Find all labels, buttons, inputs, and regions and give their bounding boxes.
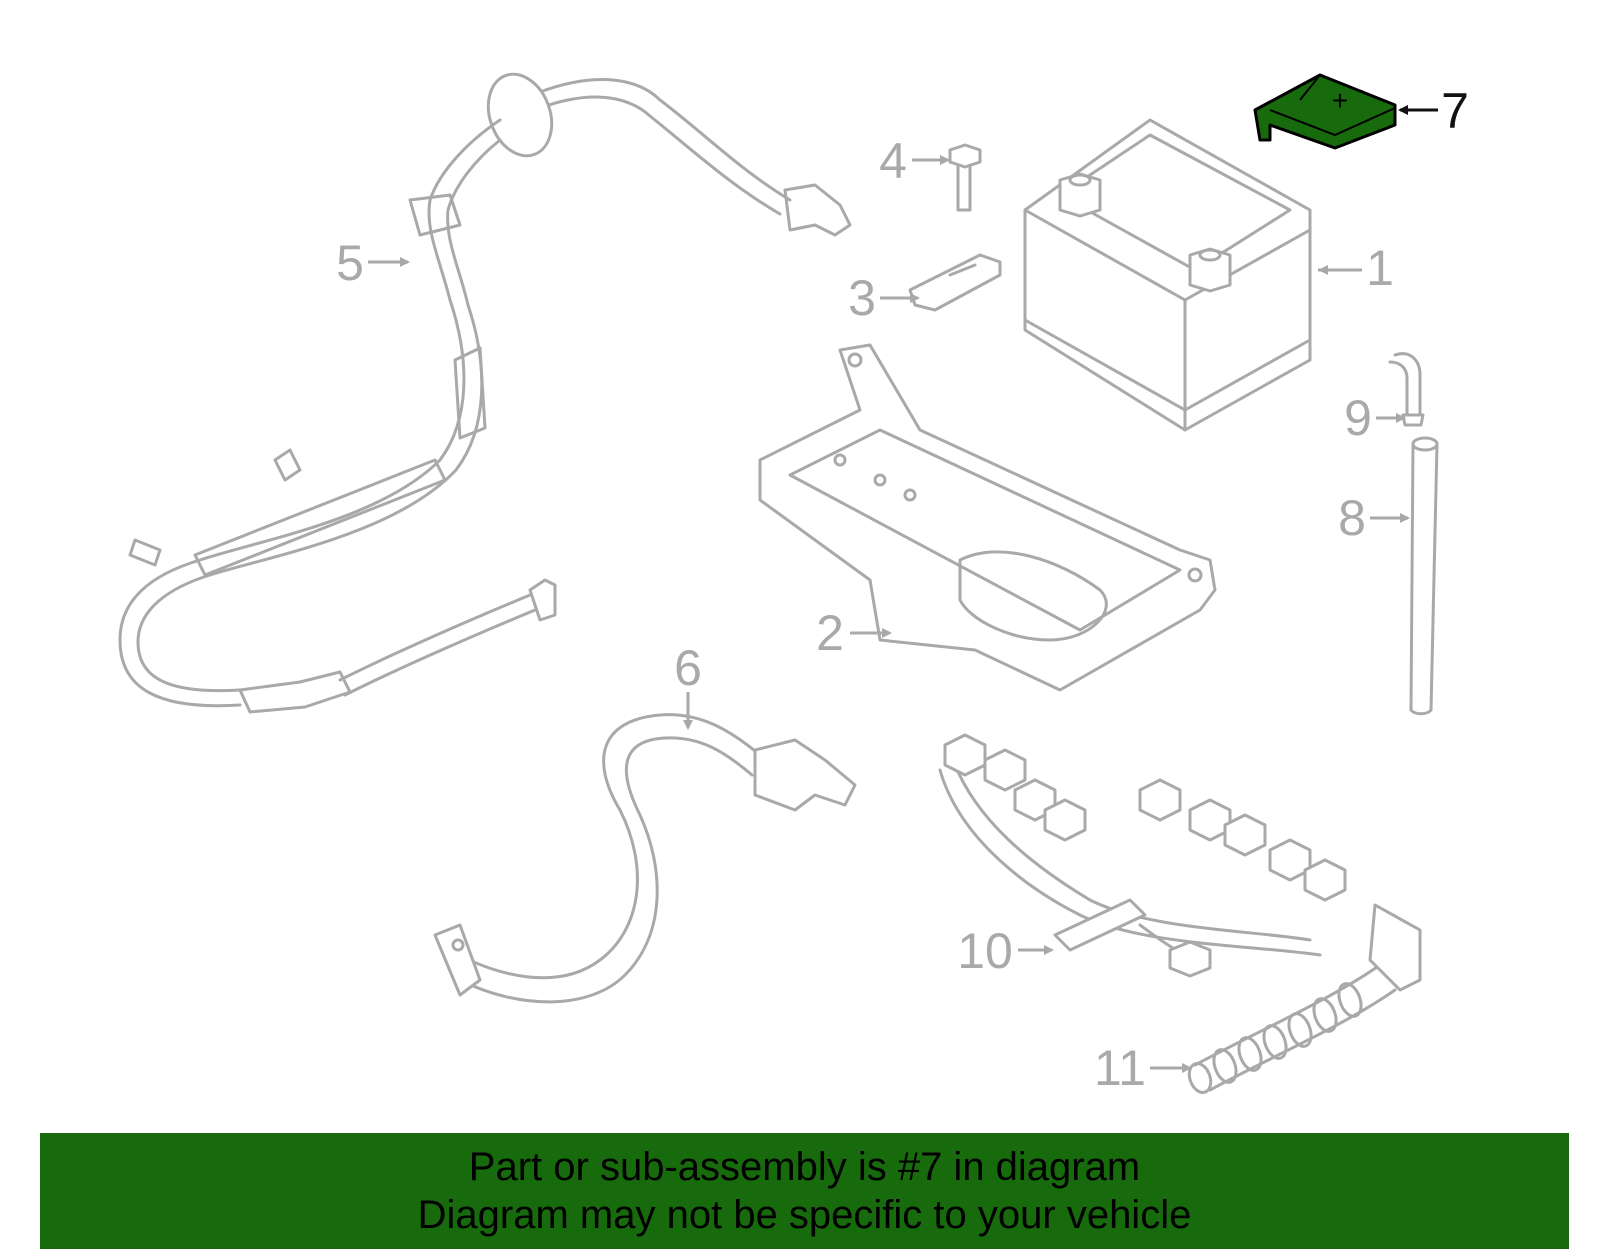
- callout-7: 7: [1398, 83, 1469, 139]
- svg-text:10: 10: [957, 923, 1013, 979]
- part-6-negative-cable[interactable]: [433, 713, 857, 1004]
- svg-text:7: 7: [1441, 83, 1469, 139]
- svg-text:5: 5: [336, 235, 364, 291]
- banner-line-part: Part or sub-assembly is #7 in diagram: [468, 1145, 1141, 1189]
- info-banner: Part or sub-assembly is #7 in diagram Di…: [40, 1133, 1569, 1249]
- callout-3: 3: [848, 270, 920, 326]
- svg-text:8: 8: [1338, 490, 1366, 546]
- svg-text:1: 1: [1366, 240, 1394, 296]
- callout-1: 1: [1318, 240, 1394, 296]
- callout-4: 4: [879, 133, 950, 189]
- svg-text:2: 2: [816, 605, 844, 661]
- callout-9: 9: [1344, 390, 1406, 446]
- callout-6: 6: [674, 640, 702, 730]
- part-10-wiring-harness[interactable]: [938, 733, 1347, 978]
- part-3-hold-down-clamp[interactable]: [908, 253, 1002, 312]
- part-4-bolt[interactable]: [948, 143, 982, 212]
- svg-text:4: 4: [879, 133, 907, 189]
- part-1-battery[interactable]: [1023, 118, 1312, 432]
- part-5-positive-cable[interactable]: [118, 65, 852, 714]
- part-9-vent-elbow[interactable]: [1388, 352, 1425, 427]
- callout-2: 2: [816, 605, 892, 661]
- battery-cover-plus-symbol: +: [1332, 85, 1348, 116]
- part-11-boot[interactable]: [1185, 903, 1422, 1096]
- svg-text:3: 3: [848, 270, 876, 326]
- svg-text:6: 6: [674, 640, 702, 696]
- callout-5: 5: [336, 235, 410, 291]
- part-7-battery-cover[interactable]: +: [1253, 73, 1397, 150]
- parts-diagram: +: [118, 65, 1469, 1096]
- svg-text:11: 11: [1094, 1040, 1146, 1096]
- part-8-vent-hose[interactable]: [1409, 436, 1439, 716]
- svg-text:9: 9: [1344, 390, 1372, 446]
- banner-line-disclaimer: Diagram may not be specific to your vehi…: [417, 1193, 1192, 1237]
- callout-8: 8: [1338, 490, 1410, 546]
- part-2-battery-tray[interactable]: [758, 343, 1217, 692]
- callout-10: 10: [957, 923, 1054, 979]
- callout-11: 11: [1094, 1040, 1192, 1096]
